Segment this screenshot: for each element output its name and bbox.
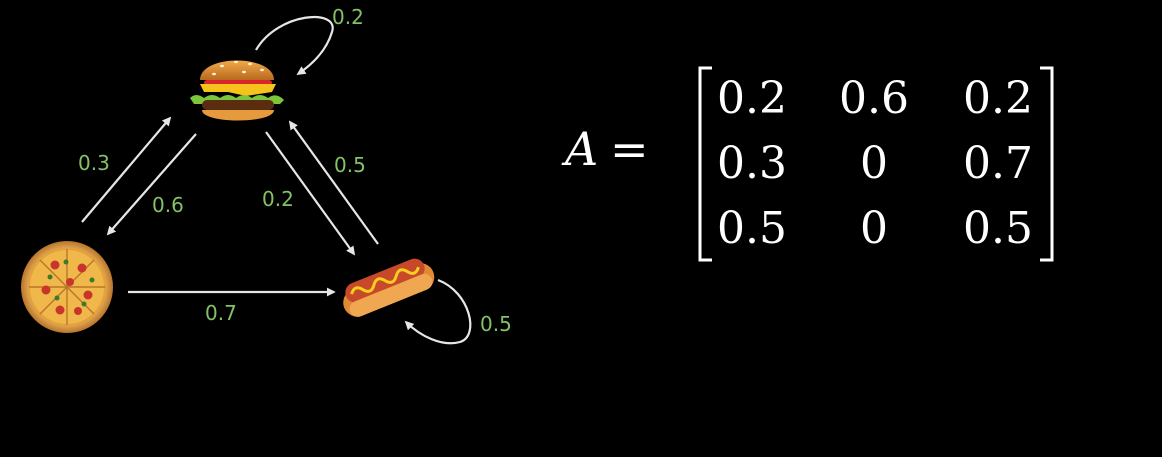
matrix-cell: 0.2 <box>717 73 787 124</box>
edge-label-pizza-to-burger: 0.3 <box>78 151 110 175</box>
edge-hotdog-self-arrow <box>404 278 472 345</box>
matrix-cell: 0.5 <box>717 203 787 254</box>
matrix-right-bracket <box>1040 66 1054 262</box>
edge-label-hotdog-to-burger: 0.5 <box>334 153 366 177</box>
matrix-cell: 0.6 <box>839 73 909 124</box>
edge-burger-to-hotdog-arrow <box>265 131 356 256</box>
matrix-cell: 0.3 <box>717 138 787 189</box>
edge-hotdog-to-burger-arrow <box>288 120 379 245</box>
pizza-icon <box>21 241 113 333</box>
edge-pizza-to-burger-arrow <box>81 116 172 223</box>
matrix-cell: 0.7 <box>963 138 1033 189</box>
edge-label-burger-to-hotdog: 0.2 <box>262 187 294 211</box>
edge-burger-self-arrow <box>255 15 334 75</box>
edge-label-hotdog-self: 0.5 <box>480 312 512 336</box>
hotdog-icon <box>343 258 435 317</box>
matrix-cell: 0.2 <box>963 73 1033 124</box>
equals-sign: = <box>610 122 649 176</box>
burger-icon <box>190 60 284 121</box>
edge-labels-layer: 0.2 0.3 0.6 0.2 0.5 0.7 0.5 <box>78 5 512 336</box>
matrix-variable: A <box>561 122 598 176</box>
edge-burger-to-pizza-arrow <box>106 133 197 236</box>
edge-label-burger-to-pizza: 0.6 <box>152 193 184 217</box>
matrix-cell: 0.5 <box>963 203 1033 254</box>
edge-label-pizza-to-hotdog: 0.7 <box>205 301 237 325</box>
edges-layer <box>81 15 472 345</box>
matrix-cell: 0 <box>860 203 888 254</box>
matrix-cell: 0 <box>860 138 888 189</box>
transition-matrix-equation: A = 0.2 0.6 0.2 0.3 0 0.7 0.5 0 0.5 <box>561 66 1054 262</box>
edge-label-burger-self: 0.2 <box>332 5 364 29</box>
matrix-left-bracket <box>698 66 712 262</box>
